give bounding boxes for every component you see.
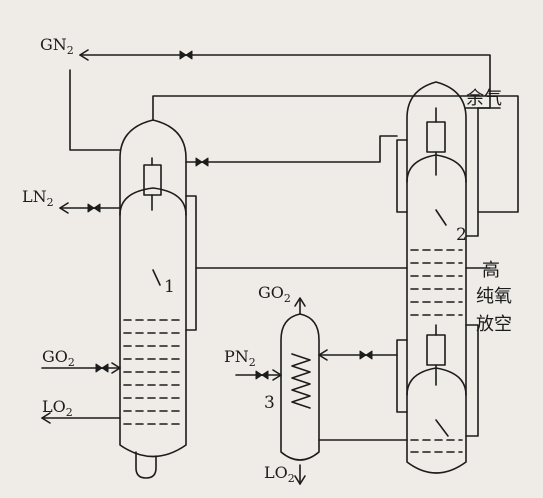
- column-2-lower-right-pipe: [465, 324, 479, 437]
- lo2-bottom-label: LO2: [264, 463, 295, 485]
- gn2-arrow: [79, 49, 89, 61]
- column-1-condenser: [143, 164, 162, 196]
- piping: [41, 49, 519, 485]
- gn2-label: GN2: [40, 35, 74, 57]
- high-purity-label-line1: 高: [482, 260, 500, 281]
- valves: [87, 50, 373, 380]
- transfer-line-1: [185, 135, 398, 163]
- column-2-liquid-upper: [410, 249, 463, 316]
- high-purity-label-line2: 纯氧: [476, 286, 512, 307]
- valve-icon: [87, 203, 101, 213]
- gn2-line: [79, 54, 491, 109]
- column-2-liquid-lower: [410, 439, 463, 453]
- column-2-lower-condenser: [426, 334, 446, 366]
- vessel-3-coil: [291, 353, 311, 409]
- valve-icon: [95, 363, 109, 373]
- column-1-number: 1: [164, 277, 175, 297]
- valve-icon: [179, 50, 193, 60]
- vessel-3-number: 3: [264, 393, 275, 413]
- column-2-upper-feed: [435, 209, 447, 226]
- valve-icon: [195, 157, 209, 167]
- vessel3-arrow: [318, 349, 328, 361]
- column-1-side-pipe: [185, 195, 197, 331]
- column-2-number: 2: [456, 225, 467, 245]
- column-2-left-side-pipe: [396, 139, 408, 213]
- column-1-shell: [119, 119, 187, 458]
- go2-top-arrow: [294, 297, 306, 307]
- top-loop-line: [152, 95, 519, 213]
- pn2-arrow: [272, 369, 282, 381]
- column-2-shell: [406, 81, 467, 474]
- lo2-bottom-arrow: [294, 475, 306, 485]
- go2-left-arrow: [111, 362, 121, 374]
- residual-gas-label: 余气: [466, 88, 502, 109]
- column-2-right-side-pipe: [465, 107, 479, 237]
- column-1: [119, 119, 197, 479]
- ln2-arrow: [59, 202, 69, 214]
- column-1-feed-pipe: [152, 269, 161, 286]
- lo2-left-arrow: [41, 412, 51, 424]
- vessel-3: [280, 299, 320, 485]
- lo2-left-label: LO2: [42, 397, 73, 419]
- column-2: [396, 81, 479, 474]
- valve-icon: [255, 370, 269, 380]
- column-2-upper-condenser: [426, 121, 446, 153]
- left-outer-line: [69, 69, 121, 151]
- vent-air-label: 放空: [476, 314, 512, 335]
- ln2-label: LN2: [22, 187, 54, 209]
- valve-icon: [359, 350, 373, 360]
- labels: GN2 LN2 GO2 LO2 GO2 PN2 LO2 1 2 3 余气 高 纯…: [22, 35, 512, 485]
- pn2-label: PN2: [224, 347, 256, 369]
- go2-top-label: GO2: [258, 283, 291, 305]
- column-1-liquid: [123, 319, 183, 425]
- go2-left-label: GO2: [42, 347, 75, 369]
- column-1-inner-head: [119, 187, 187, 216]
- vessel-3-shell: [280, 313, 320, 461]
- column-2-lower-feed: [435, 419, 449, 437]
- column-2-lower-left-pipe: [396, 339, 408, 413]
- column-1-bottom-tail: [135, 451, 157, 479]
